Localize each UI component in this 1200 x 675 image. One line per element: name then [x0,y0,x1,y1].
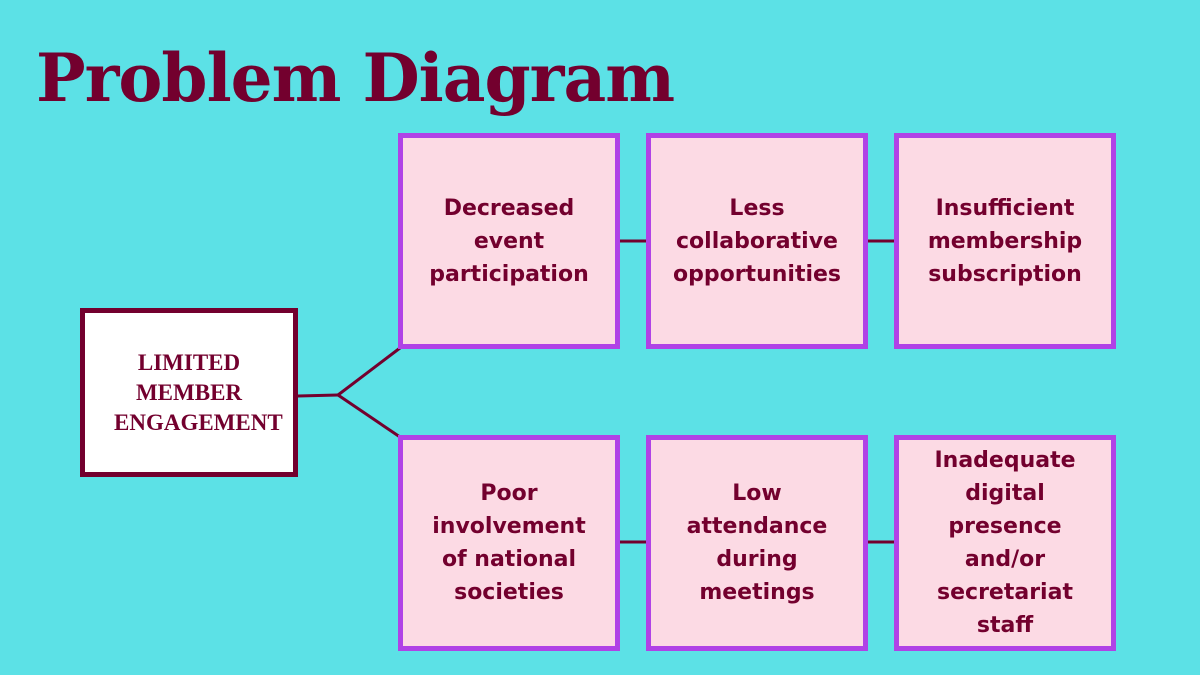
root-node: LIMITED MEMBER ENGAGEMENT [80,308,298,477]
node-label: Low attendance during meetings [686,481,828,605]
effect-node-insufficient-membership-subscription: Insufficient membership subscription [894,133,1116,349]
node-label: Poor involvement of national societies [432,481,586,605]
connector-root-stem [296,393,340,398]
node-label: Less collaborative opportunities [672,195,842,287]
root-node-label: LIMITED MEMBER ENGAGEMENT [114,349,283,435]
page-title: Problem Diagram [36,39,675,117]
effect-node-less-collaborative-opportunities: Less collaborative opportunities [646,133,868,349]
node-label: Decreased event participation [429,195,589,287]
cause-node-inadequate-digital-presence: Inadequate digital presence and/or secre… [894,435,1116,651]
effect-node-decreased-event-participation: Decreased event participation [398,133,620,349]
connector-branch-bottom [336,393,402,439]
connector-branch-top [336,346,402,397]
node-label: Insufficient membership subscription [927,195,1083,287]
cause-node-low-attendance: Low attendance during meetings [646,435,868,651]
node-label: Inadequate digital presence and/or secre… [934,448,1076,638]
cause-node-poor-involvement: Poor involvement of national societies [398,435,620,651]
